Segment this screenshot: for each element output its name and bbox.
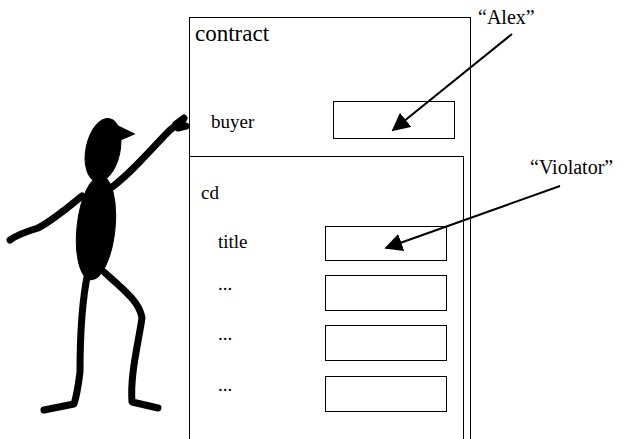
box-heading: contract xyxy=(195,21,269,47)
box-heading: cd xyxy=(201,182,219,204)
pointer-arrows xyxy=(386,34,560,248)
field-label: ... xyxy=(218,273,232,295)
value-label: “Alex” xyxy=(476,6,537,29)
field-label: ... xyxy=(218,374,232,396)
field-boxes xyxy=(326,102,455,412)
field-label: buyer xyxy=(211,111,254,133)
field-label: title xyxy=(218,231,248,253)
field-label: ... xyxy=(218,323,232,345)
contract-box: contract buyer cd title......... xyxy=(189,17,471,439)
value-label: “Violator” xyxy=(528,156,615,179)
stick-figure xyxy=(10,115,186,410)
cd-box: cd title......... xyxy=(189,156,464,439)
